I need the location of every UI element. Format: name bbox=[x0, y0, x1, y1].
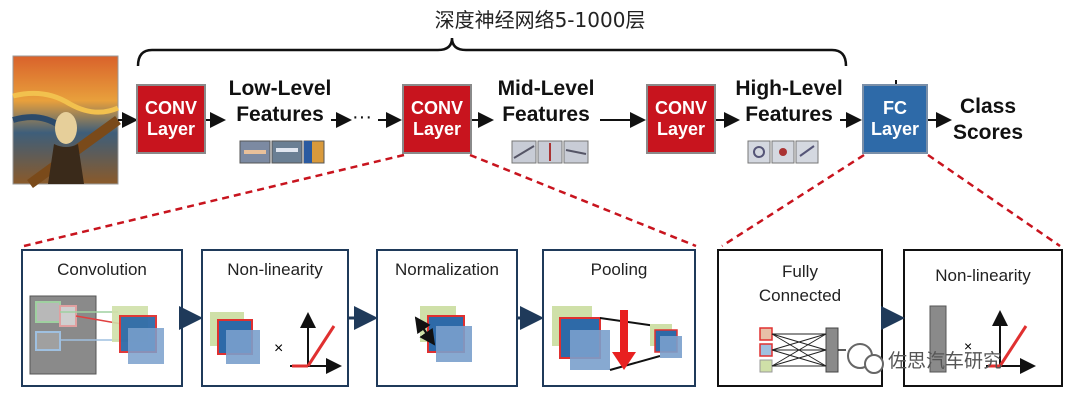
fc-nonlinearity-graphic bbox=[929, 305, 1036, 374]
zoom-line-fc-left bbox=[721, 153, 865, 248]
pooling-graphic bbox=[552, 306, 682, 371]
stage-title-convolution: Convolution bbox=[57, 260, 147, 279]
fc-stage-box-fully-connected bbox=[717, 249, 883, 387]
times-sign-2: × bbox=[964, 338, 973, 354]
zoom-line-fc-right bbox=[927, 153, 1061, 248]
watermark-chat-icon bbox=[847, 343, 884, 374]
high-level-features-label: High-Level Features bbox=[735, 77, 843, 126]
diagram-title: 深度神经网络5-1000层 bbox=[434, 8, 646, 32]
conv-layer-block-3: CONV Layer bbox=[646, 84, 716, 154]
conv-layer-label-3: CONV Layer bbox=[654, 98, 707, 139]
input-painting bbox=[12, 55, 121, 189]
zoom-line-right bbox=[469, 153, 697, 248]
mid-level-thumbnails bbox=[511, 140, 589, 164]
low-level-features-label: Low-Level Features bbox=[228, 77, 332, 126]
class-scores-label: Class Scores bbox=[952, 95, 1024, 144]
top-brace bbox=[136, 37, 848, 67]
conv-layer-label-1: CONV Layer bbox=[144, 98, 197, 139]
watermark-text: 佐思汽车研究 bbox=[888, 350, 1003, 372]
normalization-graphic bbox=[414, 306, 472, 362]
low-level-thumbnails bbox=[239, 140, 325, 164]
fc-layer-block: FC Layer bbox=[862, 84, 928, 154]
zoom-line-left bbox=[23, 153, 405, 248]
convolution-graphic bbox=[29, 295, 164, 375]
times-sign-1: × bbox=[274, 340, 284, 357]
ellipsis: ··· bbox=[352, 106, 372, 128]
conv-layer-block-1: CONV Layer bbox=[136, 84, 206, 154]
stage-title-pooling: Pooling bbox=[590, 260, 648, 279]
fully-connected-graphic bbox=[759, 327, 846, 373]
conv-layer-block-2: CONV Layer bbox=[402, 84, 472, 154]
mid-level-features-label: Mid-Level Features bbox=[497, 77, 595, 126]
stage-title-nonlinearity: Non-linearity bbox=[227, 260, 323, 279]
stage-title-normalization: Normalization bbox=[395, 260, 499, 279]
fc-layer-label: FC Layer bbox=[870, 98, 920, 139]
fc-stage-title-nonlinearity: Non-linearity bbox=[935, 266, 1031, 285]
fc-stage-title-fully-connected: Fully Connected bbox=[758, 262, 842, 305]
high-level-thumbnails bbox=[747, 140, 819, 164]
nonlinearity-graphic bbox=[210, 312, 342, 374]
conv-layer-label-2: CONV Layer bbox=[410, 98, 463, 139]
